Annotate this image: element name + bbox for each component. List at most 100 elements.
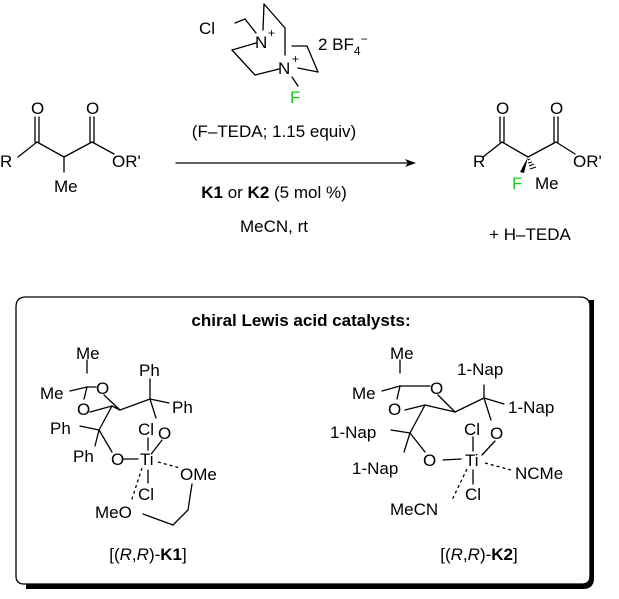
k1-phenyl-4: Ph	[73, 447, 94, 466]
bond-c-o3	[483, 397, 492, 421]
k1-titanium: Ti	[140, 450, 154, 469]
bond-n-up	[262, 3, 265, 31]
bond-c-o4	[409, 432, 426, 453]
bond-c-or	[91, 141, 115, 155]
bond-left-down	[231, 49, 256, 76]
bond-right-to-n	[297, 67, 319, 73]
fluorine-label: F	[512, 174, 522, 193]
k2-acetonitrile-left: MeCN	[390, 500, 438, 519]
k1-methyl-2: Me	[40, 384, 64, 403]
bond-o-ch2a	[142, 513, 174, 526]
k1-chlorine-top: Cl	[138, 420, 154, 439]
bond-o2-c5	[89, 405, 113, 413]
ketone-oxygen-label: O	[31, 99, 44, 118]
bond-right-down	[306, 45, 319, 73]
k2-oxygen-left: O	[423, 451, 436, 470]
bond-o4-ti	[442, 458, 462, 461]
bond-r-c	[482, 141, 503, 158]
bond-c-o2	[396, 385, 401, 400]
r-group-label: R	[0, 152, 12, 171]
catalyst-box	[15, 296, 594, 589]
bond-ch2-ch2	[172, 509, 189, 526]
ester-oxygen-label: O	[550, 99, 563, 118]
nitrogen-bottom-label: N	[278, 59, 290, 78]
bond-c-nap4	[403, 432, 411, 453]
k2-naphthyl-3: 1-Nap	[330, 423, 376, 442]
counterion-label: 2 BF4−	[318, 32, 368, 58]
k1-methoxy-left: MeO	[95, 503, 132, 522]
bond-o1-c4	[103, 394, 121, 411]
dative-bond-ncme	[484, 462, 512, 471]
fluorine-label: F	[290, 88, 300, 107]
bond-c4-cnap2	[454, 397, 485, 413]
bond-o1-c4	[437, 394, 456, 413]
reaction-arrow	[175, 159, 416, 167]
bond-c5-c4	[424, 404, 456, 413]
bond-ca-c	[63, 141, 93, 158]
bond-ch2-n	[244, 18, 257, 34]
ester-oxygen-label: O	[86, 99, 99, 118]
k2-methyl-1: Me	[390, 344, 414, 363]
k1-phenyl-1: Ph	[139, 361, 160, 380]
bond-n-left	[231, 42, 257, 51]
wedge-bond-f	[520, 157, 528, 173]
catalyst-box-title: chiral Lewis acid catalysts:	[191, 311, 410, 330]
k2-label: [(R,R)-K2]	[440, 545, 517, 564]
k1-ring-oxygen-1: O	[96, 379, 109, 398]
byproduct-label: + H–TEDA	[489, 225, 571, 244]
k2-naphthyl-1: 1-Nap	[457, 360, 503, 379]
reagent-name-label: (F–TEDA; 1.15 equiv)	[192, 122, 356, 141]
bond-c-ph2	[149, 398, 170, 404]
bond-c-me2	[381, 385, 401, 392]
k1-phenyl-2: Ph	[172, 398, 193, 417]
bond-o2-c5	[404, 404, 426, 411]
bond-ph3-c	[79, 425, 100, 431]
nitrogen-top-charge: +	[268, 26, 275, 40]
catalyst-conditions: K1 or K2 (5 mol %)	[201, 183, 347, 202]
catalyst-k2-structure: Me Me O O 1-Nap 1-Nap 1-Nap 1-Nap Cl O O…	[330, 344, 563, 564]
methyl-label: Me	[54, 177, 78, 196]
bond-ch2-o	[187, 483, 193, 511]
ketone-oxygen-label: O	[496, 99, 509, 118]
bond-c-ca	[36, 141, 65, 158]
product-structure: R O O OR' F Me	[473, 99, 602, 193]
k2-acetonitrile-right: NCMe	[515, 464, 563, 483]
r-group-label: R	[473, 152, 485, 171]
k1-ring-oxygen-2: O	[77, 400, 90, 419]
nitrogen-top-label: N	[255, 33, 267, 52]
k1-oxygen-right: O	[158, 424, 171, 443]
k1-label: [(R,R)-K1]	[109, 545, 186, 564]
f-teda-structure: Cl N + N + F 2 BF4−	[199, 3, 368, 107]
bond-o3-ti	[481, 440, 496, 456]
k2-naphthyl-2: 1-Nap	[508, 398, 554, 417]
bond-c4-cph2	[119, 398, 151, 411]
k2-ring-oxygen-1: O	[430, 379, 443, 398]
k1-methoxy-right: OMe	[180, 465, 217, 484]
k2-naphthyl-4: 1-Nap	[352, 459, 398, 478]
k2-oxygen-right: O	[490, 424, 503, 443]
ester-or-label: OR'	[112, 152, 141, 171]
bond-o3-ti	[151, 439, 163, 454]
k2-titanium: Ti	[465, 451, 479, 470]
dative-bond-ome	[157, 461, 181, 469]
k2-chlorine-top: Cl	[464, 420, 480, 439]
hashed-bond-me	[527, 158, 537, 170]
k1-phenyl-3: Ph	[50, 419, 71, 438]
bond-c-or	[555, 141, 576, 155]
chlorine-label: Cl	[199, 19, 215, 38]
bond-up-right	[263, 3, 286, 29]
substrate-structure: R O O OR' Me	[0, 99, 141, 196]
arrow-head-icon	[405, 159, 416, 167]
nitrogen-bottom-charge: +	[292, 52, 299, 66]
bond-c-o2	[83, 386, 88, 400]
bond-c-ph4	[94, 429, 100, 447]
k2-chlorine-bottom: Cl	[465, 485, 481, 504]
box-border	[15, 296, 591, 585]
bond-c-ca	[501, 141, 529, 158]
ester-or-label: OR'	[573, 152, 602, 171]
solvent-conditions: MeCN, rt	[240, 217, 308, 236]
bond-cl-ch2	[234, 18, 246, 24]
bond-to-lower-n	[254, 68, 280, 76]
bond-c-o4	[98, 429, 113, 453]
